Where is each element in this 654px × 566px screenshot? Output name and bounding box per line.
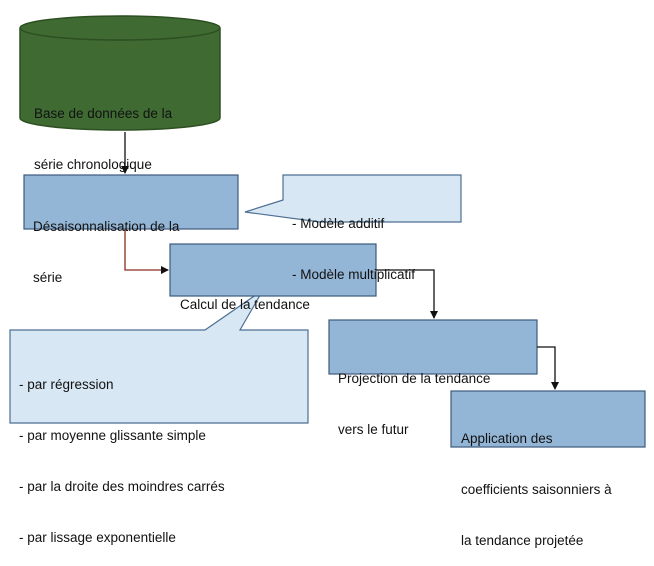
database-label-line: Base de données de la bbox=[34, 106, 173, 121]
step-label-trend-projection: Projection de la tendance vers le futur bbox=[338, 336, 490, 455]
database-cylinder bbox=[19, 15, 221, 131]
database-label: Base de données de la série chronologiqu… bbox=[34, 71, 172, 190]
step-box-apply-coefficients bbox=[450, 390, 646, 448]
database-body bbox=[19, 28, 221, 131]
callout-methods-shape bbox=[9, 289, 309, 424]
database-top bbox=[19, 15, 221, 41]
callout-models-shape bbox=[244, 174, 462, 223]
callout-line: - par moyenne glissante simple bbox=[19, 428, 206, 443]
step-label-line: Désaisonnalisation de la bbox=[33, 219, 180, 234]
callout-line: - par la droite des moindres carrés bbox=[19, 479, 225, 494]
callout-methods-text: - par régression - par moyenne glissante… bbox=[19, 342, 225, 563]
callout-models-text: - Modèle additif - Modèle multiplicatif bbox=[292, 181, 415, 300]
callout-line: - Modèle additif bbox=[292, 216, 385, 231]
callout-line: - par régression bbox=[19, 377, 114, 392]
step-label-deseasonalization: Désaisonnalisation de la série bbox=[33, 184, 179, 303]
step-label-line: vers le futur bbox=[338, 422, 409, 437]
step-label-line: série bbox=[33, 270, 63, 285]
step-label-apply-coefficients: Application des coefficients saisonniers… bbox=[461, 396, 612, 566]
step-label-trend-calculation: Calcul de la tendance bbox=[180, 262, 310, 330]
arrow-projection-to-application bbox=[537, 346, 559, 390]
arrow-trend-to-projection bbox=[376, 269, 438, 319]
process-diagram bbox=[9, 15, 646, 448]
callout-line: - par lissage exponentielle bbox=[19, 530, 176, 545]
database-label-line: série chronologique bbox=[34, 157, 152, 172]
callout-line: - Modèle multiplicatif bbox=[292, 267, 416, 282]
step-label-line: coefficients saisonniers à bbox=[461, 482, 612, 497]
step-box-trend-calculation bbox=[169, 243, 377, 297]
step-box-deseasonalization bbox=[23, 174, 239, 230]
step-label-line: la tendance projetée bbox=[461, 533, 584, 548]
step-label-line: Application des bbox=[461, 431, 553, 446]
arrow-deseasonalization-to-trend bbox=[124, 229, 169, 274]
step-label-line: Calcul de la tendance bbox=[180, 297, 310, 312]
step-label-line: Projection de la tendance bbox=[338, 371, 491, 386]
